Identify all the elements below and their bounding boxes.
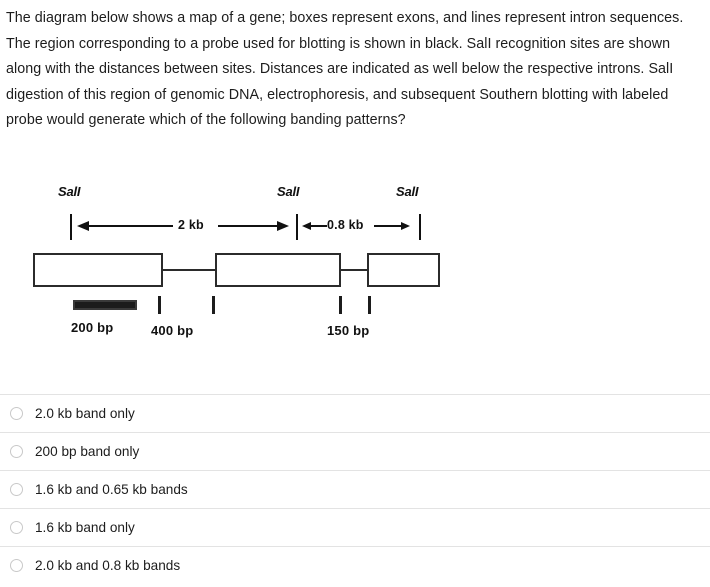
enzyme-label-sali-3: SalI: [396, 184, 419, 199]
dimension-line-2kb-a: [88, 225, 173, 227]
gene-map-diagram: SalI SalI SalI 2 kb 0.8 kb 200 bp 400 bp…: [0, 178, 470, 353]
exon-box-3: [367, 253, 440, 287]
option-label-5: 2.0 kb and 0.8 kb bands: [35, 557, 181, 573]
intron-line-1: [160, 269, 218, 271]
enzyme-label-sali-1: SalI: [58, 184, 81, 199]
feature-tick-400bp-right: [212, 296, 215, 314]
radio-button-option-3[interactable]: [10, 483, 23, 496]
dimension-line-08kb-b: [374, 225, 402, 227]
option-label-1: 2.0 kb band only: [35, 405, 135, 421]
dimension-line-2kb-b: [218, 225, 278, 227]
dimension-arrowhead-left-2kb: [77, 221, 89, 231]
size-label-200bp: 200 bp: [71, 320, 114, 335]
probe-bar: [73, 300, 137, 310]
option-row-5[interactable]: 2.0 kb and 0.8 kb bands: [0, 546, 710, 584]
feature-tick-150bp-right: [368, 296, 371, 314]
feature-tick-400bp-left: [158, 296, 161, 314]
size-label-150bp: 150 bp: [327, 323, 370, 338]
radio-button-option-1[interactable]: [10, 407, 23, 420]
radio-button-option-2[interactable]: [10, 445, 23, 458]
option-label-3: 1.6 kb and 0.65 kb bands: [35, 481, 188, 497]
option-row-1[interactable]: 2.0 kb band only: [0, 394, 710, 432]
option-row-2[interactable]: 200 bp band only: [0, 432, 710, 470]
dimension-arrowhead-right-2kb: [277, 221, 289, 231]
intron-line-2: [338, 269, 370, 271]
dimension-arrowhead-left-08kb: [302, 222, 311, 230]
enzyme-label-sali-2: SalI: [277, 184, 300, 199]
feature-tick-150bp-left: [339, 296, 342, 314]
cut-site-mark-3: [419, 214, 421, 240]
cut-site-mark-2: [296, 214, 298, 240]
radio-button-option-4[interactable]: [10, 521, 23, 534]
exon-box-2: [215, 253, 341, 287]
option-label-2: 200 bp band only: [35, 443, 140, 459]
dimension-arrowhead-right-08kb: [401, 222, 410, 230]
size-label-400bp: 400 bp: [151, 323, 194, 338]
dimension-label-2kb: 2 kb: [178, 218, 204, 232]
exon-box-1: [33, 253, 163, 287]
dimension-label-08kb: 0.8 kb: [327, 218, 364, 232]
question-stem: The diagram below shows a map of a gene;…: [6, 10, 684, 128]
answer-options-list: 2.0 kb band only 200 bp band only 1.6 kb…: [0, 394, 710, 584]
cut-site-mark-1: [70, 214, 72, 240]
radio-button-option-5[interactable]: [10, 559, 23, 572]
dimension-line-08kb-a: [310, 225, 327, 227]
option-row-4[interactable]: 1.6 kb band only: [0, 508, 710, 546]
option-label-4: 1.6 kb band only: [35, 519, 135, 535]
option-row-3[interactable]: 1.6 kb and 0.65 kb bands: [0, 470, 710, 508]
